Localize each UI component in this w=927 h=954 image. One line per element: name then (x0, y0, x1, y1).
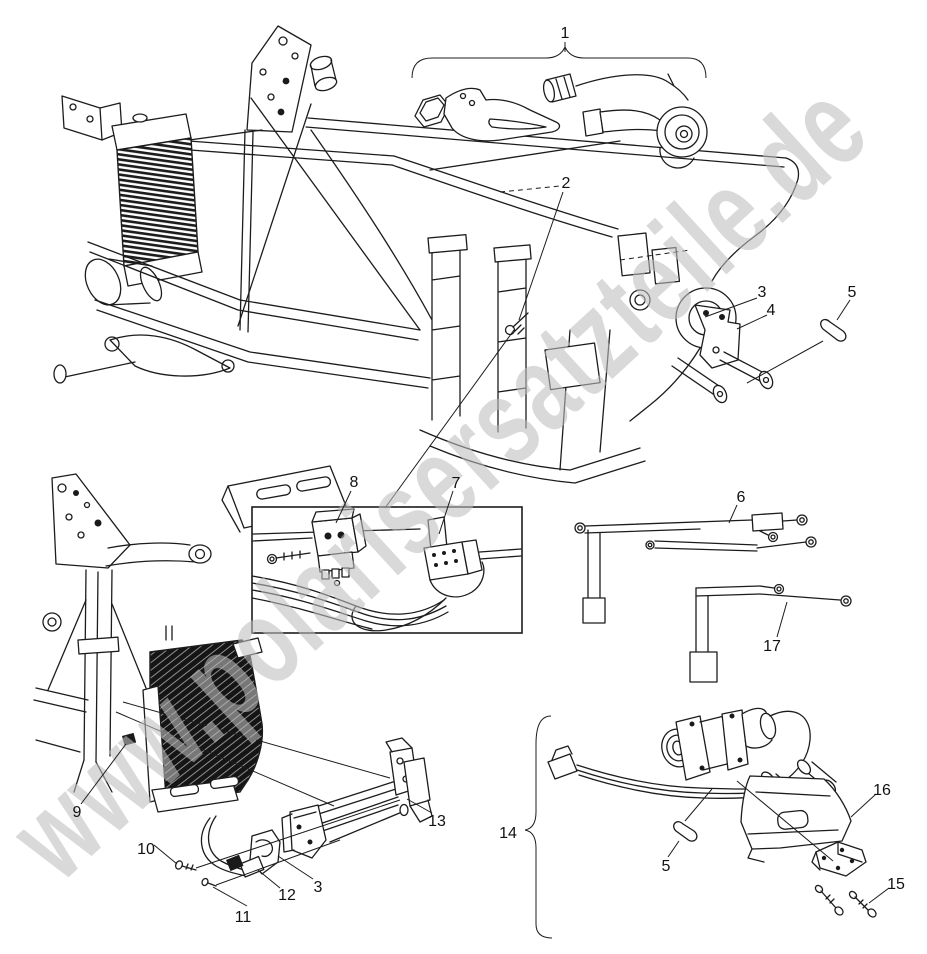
callout-labels: 1 2 3 4 5 6 7 8 9 10 11 12 3 13 14 15 16… (73, 25, 905, 926)
callout-12: 12 (278, 887, 296, 904)
callout-5: 5 (848, 284, 857, 301)
callout-1: 1 (561, 25, 570, 42)
callout-17: 17 (763, 638, 781, 655)
callout-16: 16 (873, 782, 891, 799)
contactor-detail-8 (266, 508, 367, 587)
winch-wiring-harness-6 (574, 512, 817, 624)
callout-11: 11 (235, 909, 252, 926)
callout-14: 14 (499, 825, 517, 842)
mount-bolts-15 (814, 884, 877, 918)
group-brace-14 (524, 715, 553, 939)
bumper-mount-group (174, 737, 433, 887)
hairpin-clip-5b (673, 821, 698, 842)
atv-frame-rear-view (33, 473, 391, 813)
callout-8: 8 (350, 474, 359, 491)
callout-3b: 3 (314, 879, 323, 896)
callout-13: 13 (428, 813, 446, 830)
winch-remote-switch (542, 73, 708, 169)
mount-bracket-3b (289, 804, 327, 859)
inset-detail-box (251, 506, 523, 634)
frame-mount-bracket-group (671, 304, 847, 404)
hairpin-clip-5 (820, 318, 847, 342)
connector-detail-7 (423, 516, 485, 598)
callout-10: 10 (137, 841, 155, 858)
inset-magnifier-line (384, 329, 515, 509)
handlebar-bracket-and-switch-group (411, 45, 708, 169)
callout-9: 9 (73, 804, 82, 821)
mount-clip-9 (121, 732, 137, 746)
accessory-harness-17 (689, 583, 852, 683)
assembly-guide-lines (115, 701, 391, 807)
callout-5b: 5 (662, 858, 671, 875)
callout-4: 4 (767, 302, 776, 319)
callout-3: 3 (758, 284, 767, 301)
winch-assembly-group (524, 707, 877, 939)
handlebar-clamp-bracket (414, 87, 561, 142)
callout-15: 15 (887, 876, 905, 893)
callout-7: 7 (452, 475, 461, 492)
callout-leader-lines (80, 42, 890, 907)
atv-frame-front-view (53, 25, 800, 533)
callout-6: 6 (737, 489, 746, 506)
callout-2: 2 (562, 175, 571, 192)
oil-cooler-radiator (142, 625, 264, 813)
winch-motor (661, 707, 811, 789)
winch-mount-plate-16 (740, 775, 852, 863)
fairlead-bracket (811, 841, 867, 877)
